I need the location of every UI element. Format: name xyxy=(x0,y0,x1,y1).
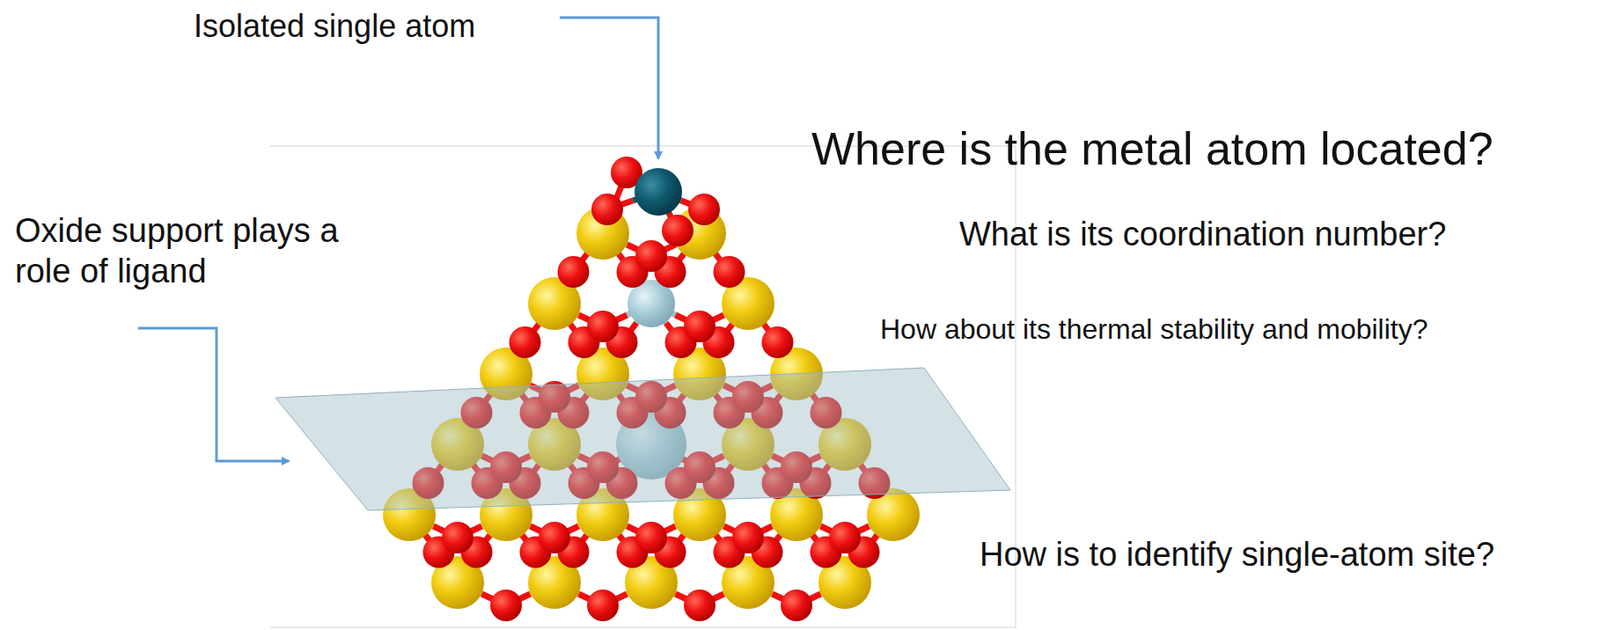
question-text: How is to identify single-atom site? xyxy=(979,535,1495,576)
callout-label: Isolated single atom xyxy=(193,7,476,45)
single-metal-atom xyxy=(634,168,683,216)
oxygen-atom xyxy=(441,521,474,554)
oxygen-atom xyxy=(587,310,619,343)
oxygen-atom xyxy=(635,521,668,554)
oxygen-atom xyxy=(490,589,522,622)
oxygen-atom xyxy=(713,256,746,288)
question-text: What is its coordination number? xyxy=(959,214,1446,256)
frame-lines xyxy=(270,146,1016,628)
oxygen-atom xyxy=(683,310,716,343)
question-text: How about its thermal stability and mobi… xyxy=(880,312,1429,346)
oxygen-atom xyxy=(635,240,668,272)
oxygen-atom xyxy=(557,256,590,288)
single-atom-leader xyxy=(559,17,659,159)
oxygen-atom xyxy=(829,521,861,554)
surface-plane xyxy=(275,367,1011,511)
callout-label: Oxide support plays a role of ligand xyxy=(14,211,403,292)
oxygen-atom xyxy=(661,214,694,247)
oxygen-atom xyxy=(587,589,619,622)
ligand-leader xyxy=(138,328,289,462)
oxygen-atom xyxy=(732,521,764,554)
oxygen-atom xyxy=(591,193,624,226)
oxygen-atom xyxy=(688,193,720,226)
oxygen-atom xyxy=(509,326,542,359)
oxygen-atom xyxy=(538,521,571,554)
oxygen-atom xyxy=(780,589,813,622)
question-heading: Where is the metal atom located? xyxy=(811,121,1494,177)
oxygen-atom xyxy=(762,326,794,359)
oxygen-atom xyxy=(683,589,716,622)
